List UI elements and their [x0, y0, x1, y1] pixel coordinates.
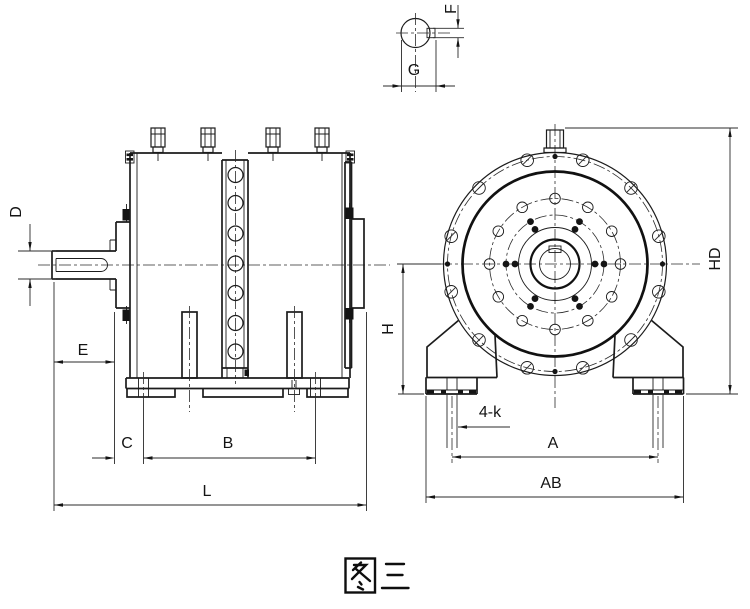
top-bolts [150, 127, 330, 161]
dim-label-e: E [77, 342, 89, 359]
front-view [425, 124, 700, 463]
figure-caption-glyphs [344, 557, 410, 594]
dim-label-h: H [380, 323, 397, 335]
top-bolt-front [543, 129, 567, 154]
inner-bolt-circle [483, 192, 627, 336]
dim-label-foot-holes: 4-k [478, 404, 502, 421]
dimension-annotations [18, 127, 738, 511]
dim-label-shaft-d: D [8, 206, 25, 218]
dim-label-c: C [121, 435, 133, 452]
side-view [38, 127, 390, 412]
shaft-key-section-detail [383, 5, 464, 92]
dim-label-key-f: F [443, 4, 460, 14]
dim-label-key-g: G [407, 62, 421, 79]
figure-caption: 图三 [336, 547, 418, 602]
mounting-feet [425, 319, 685, 463]
dim-label-ab: AB [540, 475, 562, 492]
dim-label-b: B [222, 435, 234, 452]
flange-bolt-circle [444, 153, 666, 375]
dim-label-hd: HD [707, 247, 724, 271]
dim-label-a: A [547, 435, 559, 452]
dim-label-l: L [202, 483, 212, 500]
stud-dots [502, 218, 608, 310]
